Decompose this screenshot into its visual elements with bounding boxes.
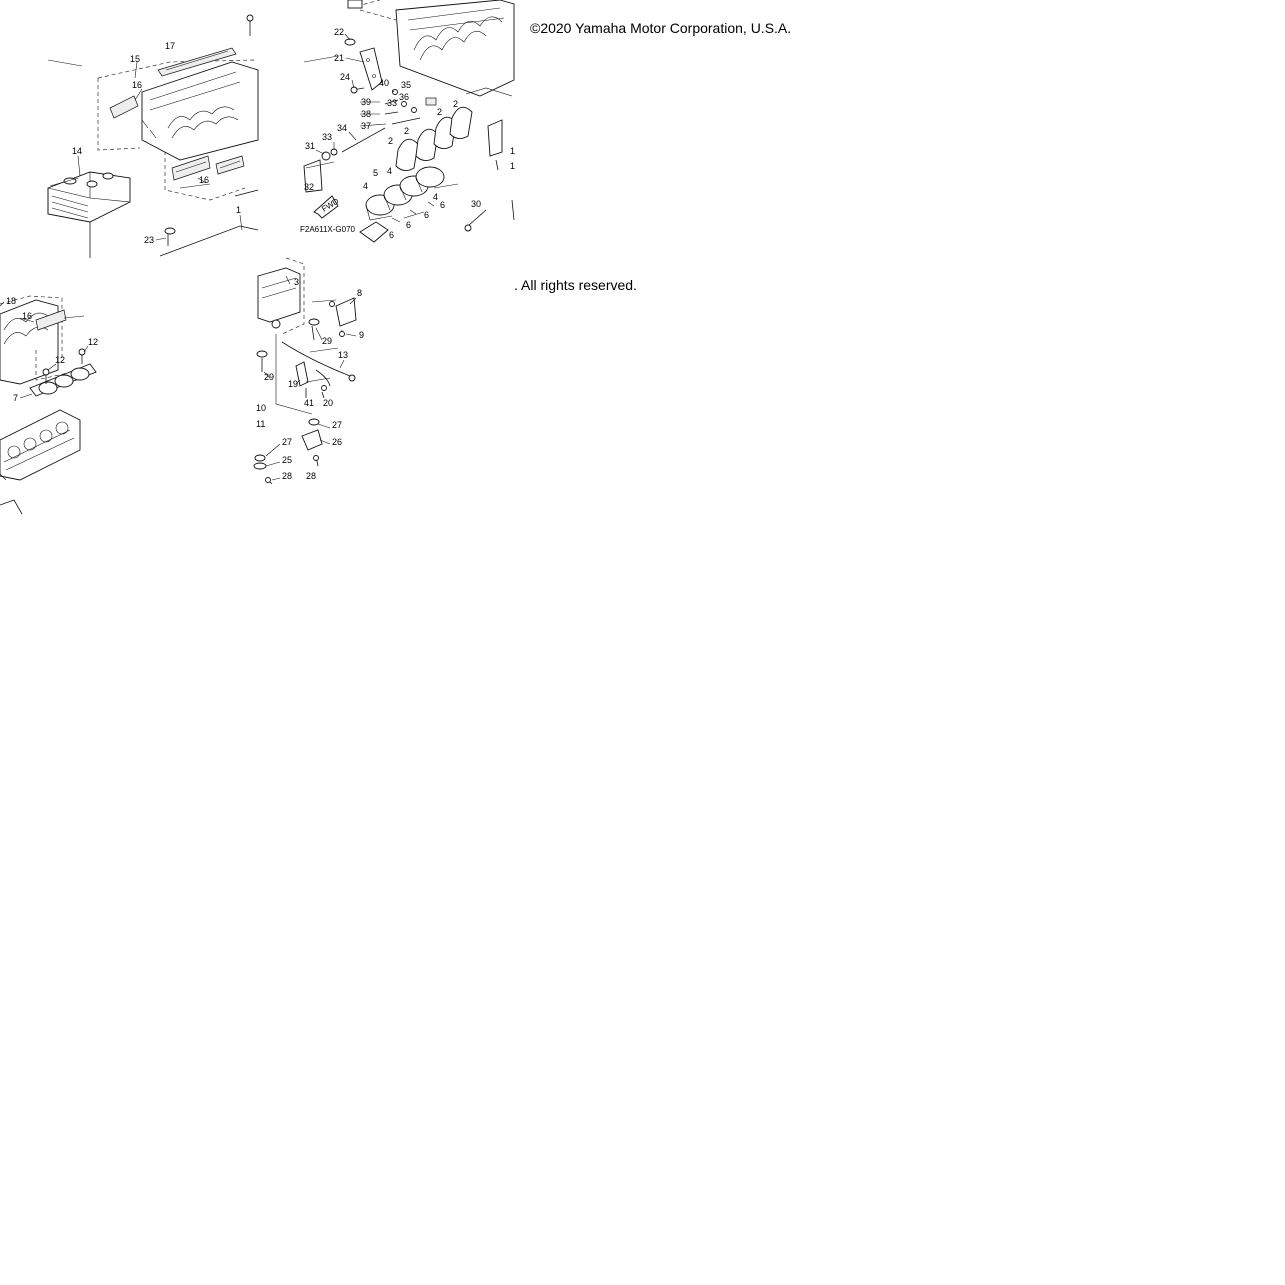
- callout-21: 21: [334, 53, 344, 63]
- callout-2: 2: [453, 99, 458, 109]
- callout-33: 33: [387, 98, 397, 108]
- callout-6c: 6: [406, 220, 411, 230]
- callout-12: 12: [88, 337, 98, 347]
- callout-8: 8: [357, 288, 362, 298]
- callout-20: 20: [323, 398, 333, 408]
- callout-16c: 16: [22, 311, 32, 321]
- gaskets-part-2: [395, 106, 473, 171]
- callout-25: 25: [282, 455, 292, 465]
- callout-35: 35: [401, 80, 411, 90]
- callout-19: 19: [288, 379, 298, 389]
- fwd-arrow: FWD: [313, 195, 341, 219]
- callout-1-right: 1: [510, 146, 515, 156]
- callout-31: 31: [305, 141, 315, 151]
- intake-funnels: [365, 166, 445, 221]
- copyright-line-2: . All rights reserved.: [514, 277, 637, 293]
- callout-4: 4: [387, 166, 392, 176]
- diagram-tile-top-left: 17 15 16 14 16 1 23: [47, 14, 259, 258]
- callout-36: 36: [399, 92, 409, 102]
- callout-5: 5: [373, 168, 378, 178]
- callout-13: 13: [338, 350, 348, 360]
- callout-28b: 28: [306, 471, 316, 481]
- callout-28: 28: [282, 471, 292, 481]
- callout-41: 41: [304, 398, 314, 408]
- callout-29: 29: [322, 336, 332, 346]
- callout-16: 16: [132, 80, 142, 90]
- callout-6b: 6: [424, 210, 429, 220]
- callout-27: 27: [332, 420, 342, 430]
- callout-40: 40: [379, 78, 389, 88]
- callout-7: 7: [13, 393, 18, 403]
- intake-chamber: [395, 0, 515, 97]
- grille-part-16: [109, 95, 245, 181]
- callout-26: 26: [332, 437, 342, 447]
- callout-17: 17: [165, 41, 175, 51]
- callout-33b: 33: [322, 132, 332, 142]
- callout-32: 32: [304, 182, 314, 192]
- callout-22: 22: [334, 27, 344, 37]
- callout-4b: 4: [363, 181, 368, 191]
- air-filter-element: [47, 171, 131, 223]
- callout-1-right-b: 1: [510, 161, 515, 171]
- callout-6: 6: [440, 200, 445, 210]
- callout-18: 18: [6, 296, 16, 306]
- callout-2d: 2: [388, 136, 393, 146]
- air-box-cover: [141, 61, 259, 161]
- callout-6d: 6: [389, 230, 394, 240]
- callout-4c: 4: [433, 192, 438, 202]
- callout-23: 23: [144, 235, 154, 245]
- callout-9: 9: [359, 330, 364, 340]
- diagram-tile-bottom-middle: 3 8 9 29 13 29 19 41 20 10 11 27 26 27 2…: [253, 257, 364, 485]
- figure-code: F2A611X-G070: [300, 225, 356, 234]
- callout-10: 10: [256, 403, 266, 413]
- callout-34: 34: [337, 123, 347, 133]
- callout-16b: 16: [199, 175, 209, 185]
- callout-37: 37: [361, 121, 371, 131]
- callout-12b: 12: [55, 355, 65, 365]
- callout-14: 14: [72, 146, 82, 156]
- callout-2b: 2: [437, 107, 442, 117]
- callout-30: 30: [471, 199, 481, 209]
- callout-3: 3: [294, 277, 299, 287]
- callout-1: 1: [236, 205, 241, 215]
- throttle-body-assembly: [0, 409, 81, 481]
- callout-15: 15: [130, 54, 140, 64]
- callout-27b: 27: [282, 437, 292, 447]
- fuel-rail-part-7: [29, 363, 97, 397]
- copyright-line-1: ©2020 Yamaha Motor Corporation, U.S.A.: [530, 20, 792, 36]
- strip-part-17: [157, 47, 237, 77]
- callout-2c: 2: [404, 126, 409, 136]
- diagram-tile-top-middle: FWD F2A611X-G070 22 21 24 40 35 36 39 33…: [300, 0, 515, 243]
- diagram-tile-bottom-left: 18 16 12 12 7: [0, 295, 98, 515]
- callout-24: 24: [340, 72, 350, 82]
- callout-11: 11: [256, 419, 265, 429]
